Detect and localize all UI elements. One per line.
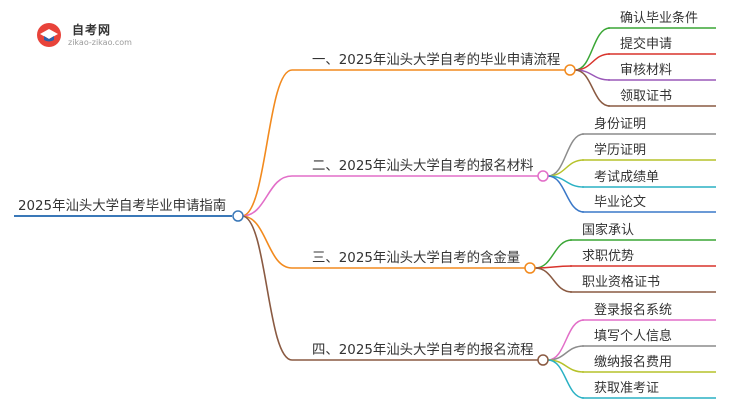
branch-label: 一、2025年汕头大学自考的毕业申请流程: [312, 52, 560, 68]
child-label: 确认毕业条件: [620, 10, 698, 26]
branch-node[interactable]: [524, 262, 536, 274]
branch-label: 三、2025年汕头大学自考的含金量: [312, 250, 520, 266]
branch-node[interactable]: [537, 170, 549, 182]
child-label: 身份证明: [594, 116, 646, 132]
child-label: 缴纳报名费用: [594, 354, 672, 370]
child-label: 考试成绩单: [594, 170, 659, 185]
child-label: 登录报名系统: [594, 302, 672, 318]
branch-connector: [241, 175, 293, 217]
child-connector: [534, 239, 573, 269]
child-label: 毕业论文: [594, 195, 646, 210]
child-label: 获取准考证: [594, 381, 659, 396]
logo-title: 自考网: [72, 23, 112, 37]
root-label: 2025年汕头大学自考毕业申请指南: [18, 198, 226, 214]
root-node[interactable]: [232, 210, 244, 222]
branch-connector: [241, 215, 293, 361]
child-label: 审核材料: [620, 63, 672, 78]
site-logo[interactable]: 自考网 zikao-zikao.com: [36, 20, 146, 50]
child-connector: [574, 27, 611, 71]
child-label: 学历证明: [594, 142, 646, 158]
child-label: 求职优势: [582, 248, 634, 264]
branch-label: 四、2025年汕头大学自考的报名流程: [312, 342, 534, 358]
child-connector: [574, 53, 611, 71]
child-connector: [574, 69, 611, 107]
child-label: 领取证书: [620, 89, 672, 104]
child-label: 填写个人信息: [594, 328, 672, 344]
child-connector: [547, 319, 585, 361]
branch-node[interactable]: [537, 354, 549, 366]
child-label: 提交申请: [620, 36, 672, 52]
child-label: 职业资格证书: [582, 274, 660, 290]
child-connector: [547, 133, 585, 177]
child-label: 国家承认: [582, 222, 634, 238]
graduation-cap-icon: [37, 23, 61, 47]
child-connector: [547, 359, 585, 399]
child-connector: [547, 175, 585, 213]
branch-node[interactable]: [564, 64, 576, 76]
child-connector: [534, 267, 573, 293]
branch-connector: [241, 215, 293, 269]
branch-connector: [241, 69, 293, 217]
branch-label: 二、2025年汕头大学自考的报名材料: [312, 158, 534, 174]
child-connector: [547, 159, 585, 177]
logo-subtitle: zikao-zikao.com: [68, 38, 132, 47]
